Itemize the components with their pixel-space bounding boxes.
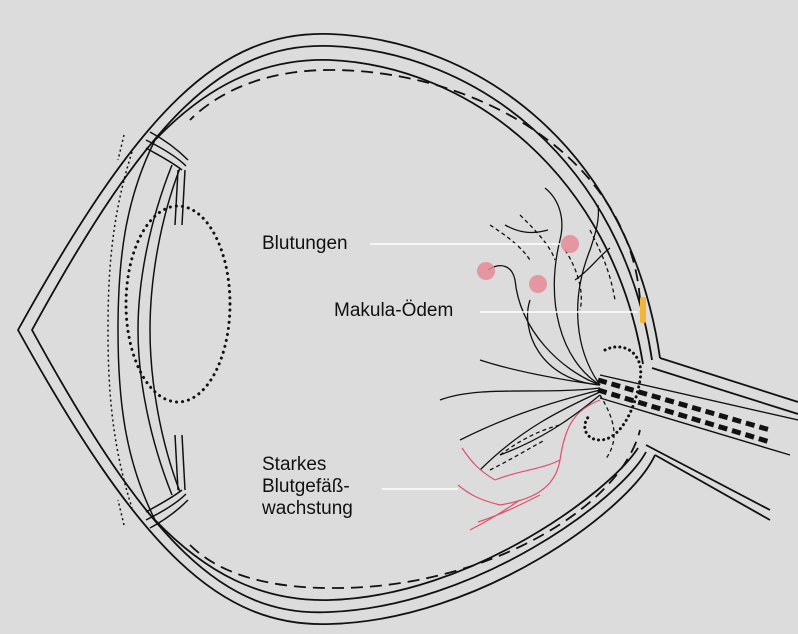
macula-edema (640, 297, 646, 323)
label-line: Starkes (262, 454, 353, 476)
sclera (18, 34, 660, 624)
optic-nerve (598, 358, 798, 520)
hemorrhage-spot (529, 275, 547, 293)
label-line: Blutgefäß- (262, 476, 353, 498)
label-blutungen: Blutungen (262, 233, 348, 255)
label-line: wachstung (262, 498, 353, 520)
retinal-vessels (440, 188, 615, 470)
hemorrhage-spot (477, 262, 495, 280)
label-starkes-blutgefaesswachstung: Starkes Blutgefäß- wachstung (262, 454, 353, 520)
new-vessels (458, 400, 600, 530)
label-makula-oedem: Makula-Ödem (334, 300, 453, 322)
ciliary-body (138, 132, 188, 528)
hemorrhage-spot (561, 235, 579, 253)
lens (126, 206, 230, 402)
